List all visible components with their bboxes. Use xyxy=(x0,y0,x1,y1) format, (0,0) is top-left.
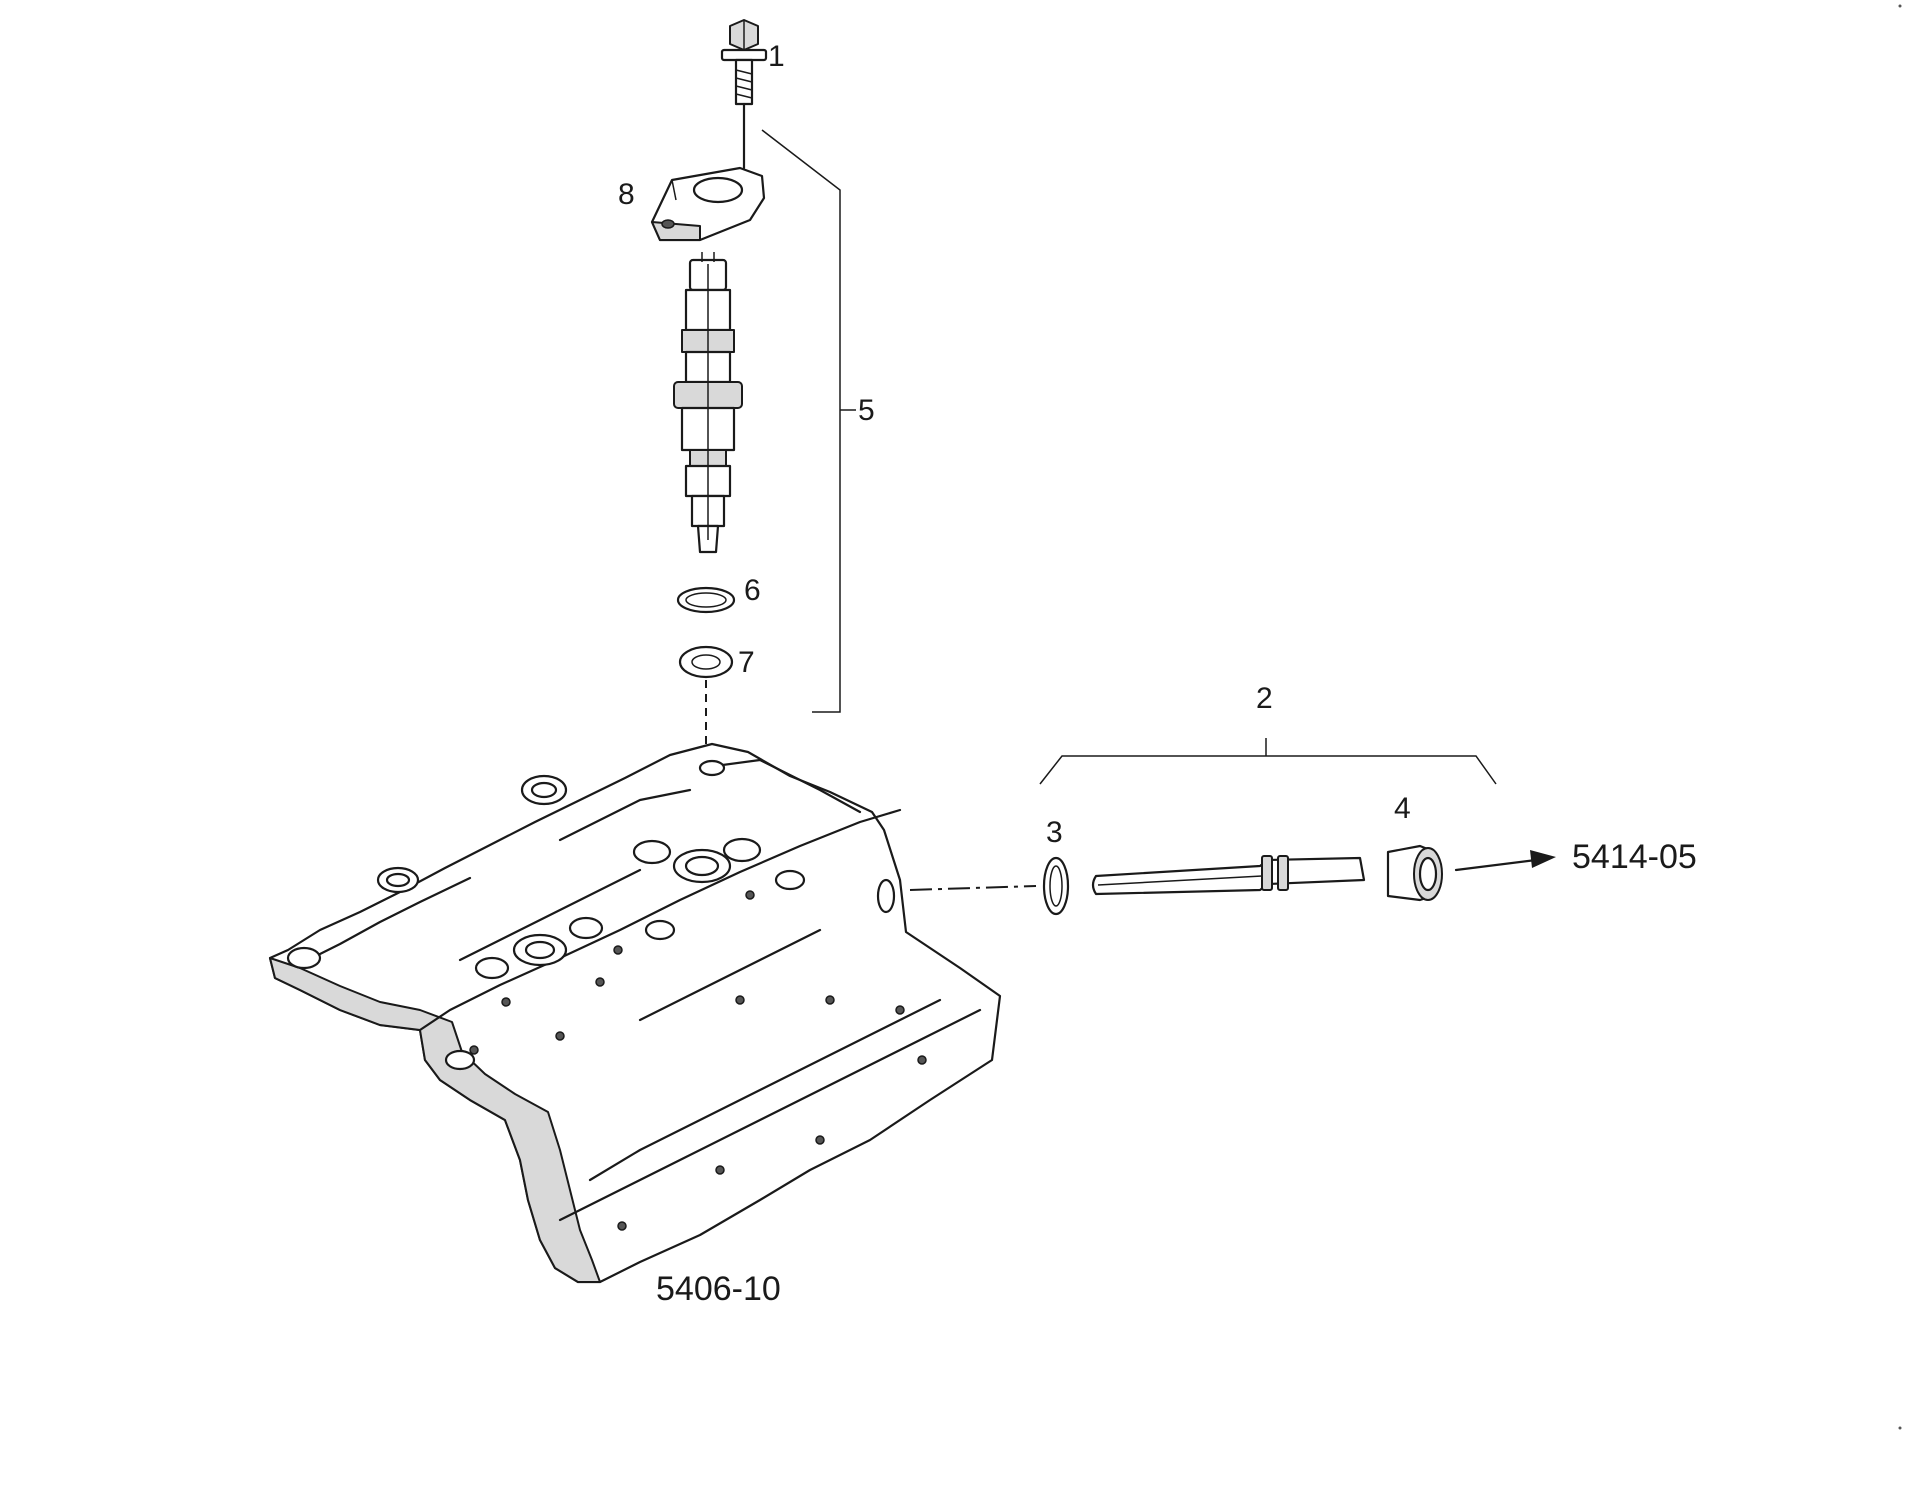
callout-6: 6 xyxy=(744,574,761,607)
callout-7: 7 xyxy=(738,646,755,679)
sleeve-part-4[interactable] xyxy=(1386,844,1443,902)
callout-4: 4 xyxy=(1394,792,1411,825)
corner-mark-top xyxy=(1898,4,1902,8)
bracket-assembly-2 xyxy=(1039,738,1497,785)
callout-2: 2 xyxy=(1256,682,1273,715)
bolt-part-1[interactable] xyxy=(720,19,768,170)
callout-3: 3 xyxy=(1046,816,1063,849)
callout-1: 1 xyxy=(768,40,785,73)
reference-fuel-line: 5414-05 xyxy=(1572,838,1697,876)
seal-part-6[interactable] xyxy=(676,586,736,614)
corner-mark-bottom xyxy=(1898,1426,1902,1430)
injector-body[interactable] xyxy=(673,252,743,554)
clamp-part-8[interactable] xyxy=(650,166,766,242)
reference-arrow xyxy=(1454,850,1556,872)
fuel-connector-tube[interactable] xyxy=(1091,855,1366,896)
reference-cylinder-head: 5406-10 xyxy=(656,1270,781,1308)
fuel-connector-axis xyxy=(909,885,1037,891)
cylinder-head[interactable] xyxy=(268,742,1002,1284)
callout-5: 5 xyxy=(858,394,875,427)
o-ring-part-3[interactable] xyxy=(1042,856,1070,916)
washer-part-7[interactable] xyxy=(678,645,734,679)
bracket-assembly-5 xyxy=(761,129,856,713)
callout-8: 8 xyxy=(618,178,635,211)
